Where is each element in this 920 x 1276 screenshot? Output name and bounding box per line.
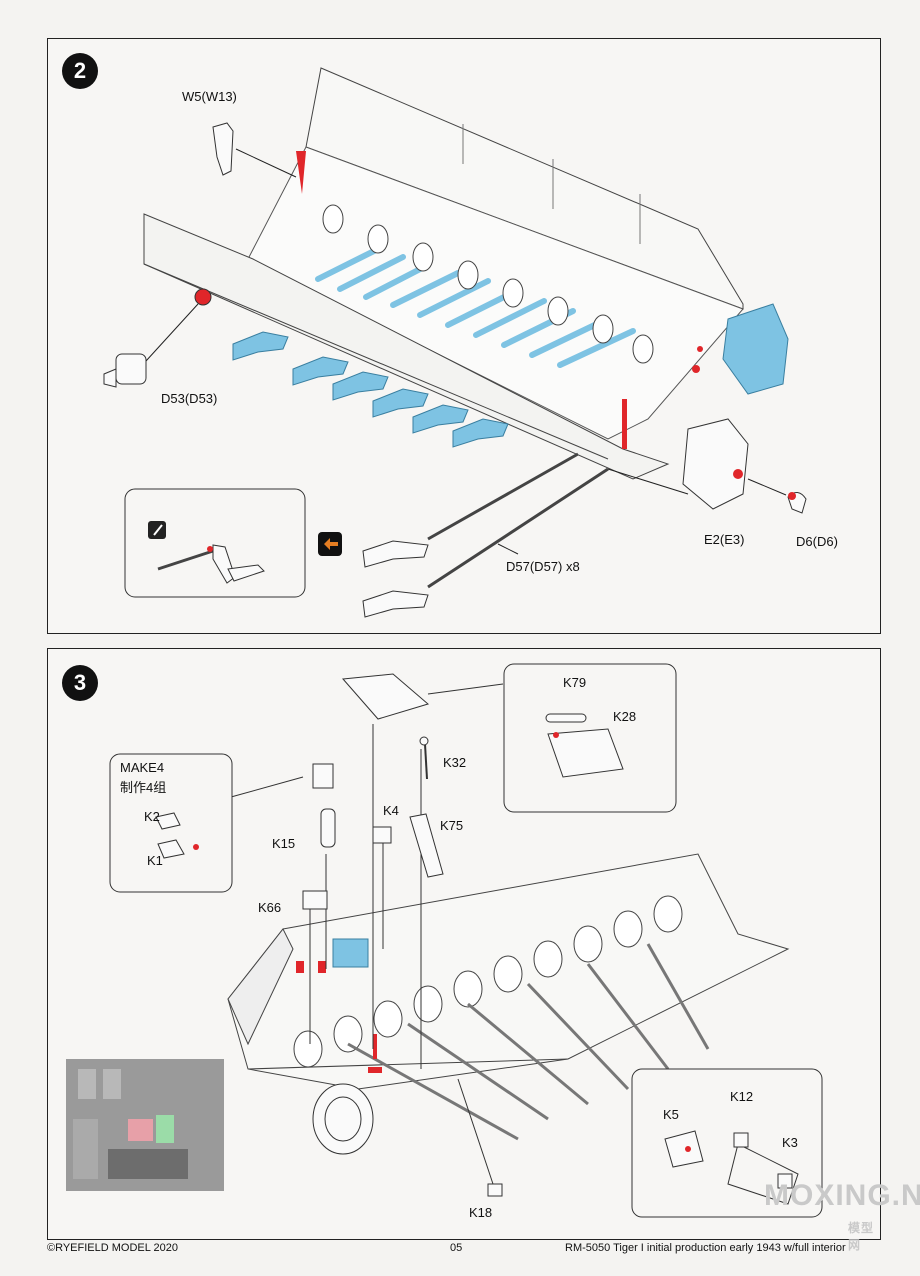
- label-d53: D53(D53): [161, 391, 218, 406]
- watermark-latin: MOXING.NET: [764, 1179, 920, 1212]
- label-k79: K79: [563, 675, 587, 690]
- label-k5: K5: [663, 1107, 679, 1122]
- label-k18: K18: [469, 1205, 493, 1220]
- make4-note: MAKE4: [120, 760, 165, 775]
- label-e2: E2(E3): [704, 532, 745, 547]
- label-k15: K15: [272, 836, 296, 851]
- footer-copyright: ©RYEFIELD MODEL 2020: [47, 1242, 178, 1254]
- step-3-panel: 3: [47, 648, 920, 1252]
- label-k66: K66: [258, 900, 282, 915]
- label-k75: K75: [440, 818, 464, 833]
- watermark-cn: 模型网: [848, 1221, 875, 1252]
- label-k12: K12: [730, 1089, 754, 1104]
- make4-note-cn: 制作4组: [120, 780, 167, 795]
- footer-product: RM-5050 Tiger I initial production early…: [565, 1242, 846, 1254]
- step-number-badge: 3: [62, 665, 98, 701]
- step-2-drawing: [103, 67, 807, 618]
- step-3-drawing: [66, 663, 823, 1218]
- step-number-badge: 2: [62, 53, 98, 89]
- label-w5: W5(W13): [182, 89, 237, 104]
- label-k28: K28: [613, 709, 637, 724]
- label-k32: K32: [443, 755, 467, 770]
- label-d57: D57(D57) x8: [506, 559, 580, 574]
- step-2-panel: 2: [47, 38, 881, 634]
- label-k1: K1: [147, 853, 163, 868]
- label-d6: D6(D6): [796, 534, 838, 549]
- label-k2: K2: [144, 809, 160, 824]
- label-k4: K4: [383, 803, 399, 818]
- label-k3: K3: [782, 1135, 798, 1150]
- footer-page-number: 05: [450, 1242, 463, 1254]
